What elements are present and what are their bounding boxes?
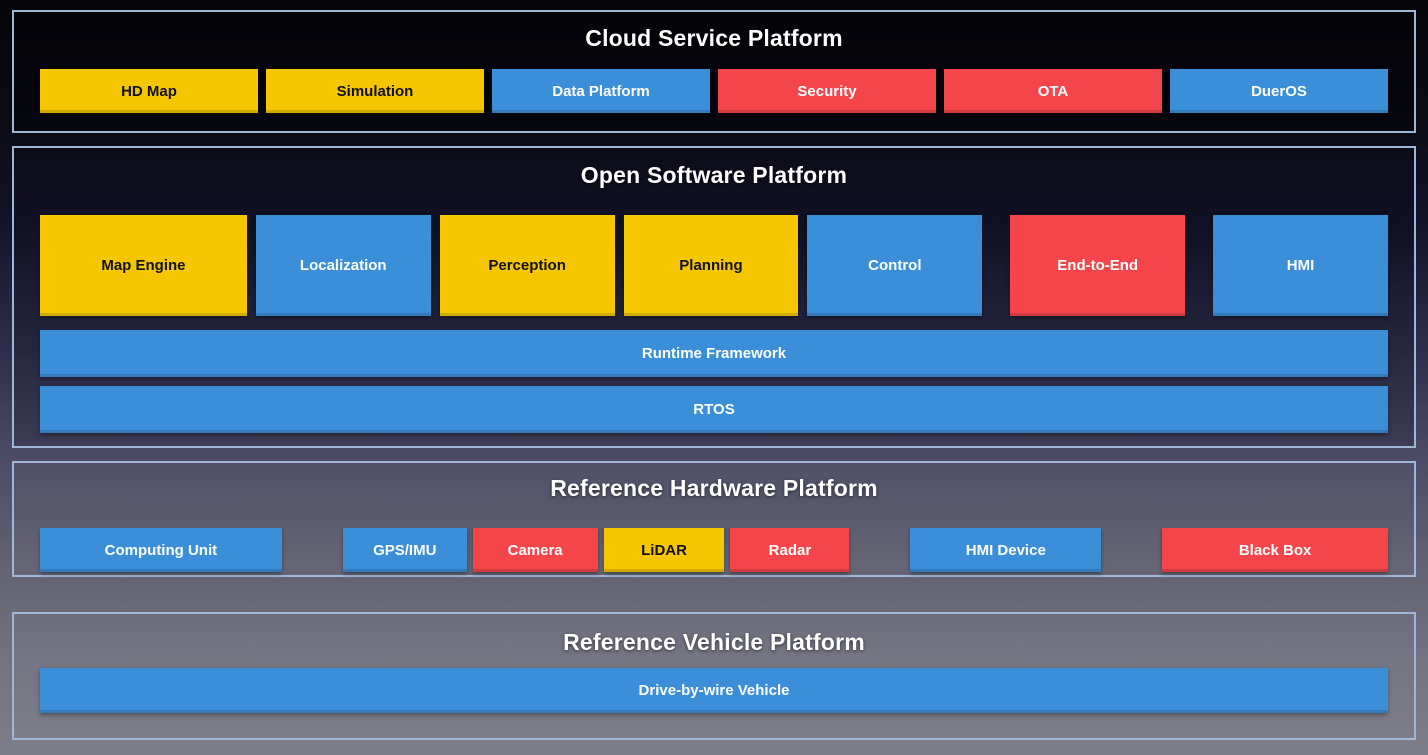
rtos-row: RTOS	[14, 386, 1414, 433]
box-perception: Perception	[439, 215, 615, 316]
bar-rtos: RTOS	[40, 386, 1388, 433]
section-title-reference-hardware-platform: Reference Hardware Platform	[550, 475, 878, 501]
box-hmi: HMI	[1213, 215, 1388, 316]
box-lidar: LiDAR	[603, 528, 725, 572]
section-title-reference-vehicle-platform: Reference Vehicle Platform	[563, 629, 865, 655]
box-security: Security	[718, 69, 936, 113]
bar-drive-by-wire-vehicle: Drive-by-wire Vehicle	[40, 668, 1388, 713]
box-camera: Camera	[472, 528, 598, 572]
section-title-cloud-service-platform: Cloud Service Platform	[585, 25, 843, 51]
box-ota: OTA	[944, 69, 1162, 113]
hardware-box-row: Computing Unit GPS/IMU Camera LiDAR Rada…	[14, 528, 1414, 572]
section-title-open-software-platform: Open Software Platform	[580, 162, 848, 188]
box-map-engine: Map Engine	[40, 215, 247, 316]
box-dueros: DuerOS	[1170, 69, 1388, 113]
box-simulation: Simulation	[266, 69, 484, 113]
box-end-to-end: End-to-End	[1010, 215, 1186, 316]
section-open-software-platform: Open Software Platform Map Engine Locali…	[12, 146, 1416, 448]
box-hd-map: HD Map	[40, 69, 258, 113]
box-planning: Planning	[623, 215, 799, 316]
box-localization: Localization	[255, 215, 431, 316]
bar-runtime-framework: Runtime Framework	[40, 330, 1388, 377]
box-data-platform: Data Platform	[492, 69, 710, 113]
box-control: Control	[807, 215, 983, 316]
box-computing-unit: Computing Unit	[40, 528, 282, 572]
box-radar: Radar	[730, 528, 850, 572]
vehicle-bar-row: Drive-by-wire Vehicle	[14, 668, 1414, 713]
runtime-framework-row: Runtime Framework	[14, 330, 1414, 377]
open-software-box-row: Map Engine Localization Perception Plann…	[14, 215, 1414, 316]
box-black-box: Black Box	[1162, 528, 1388, 572]
box-hmi-device: HMI Device	[910, 528, 1102, 572]
box-gps-imu: GPS/IMU	[342, 528, 467, 572]
section-reference-vehicle-platform: Reference Vehicle Platform Drive-by-wire…	[12, 612, 1416, 740]
cloud-service-box-row: HD Map Simulation Data Platform Security…	[14, 69, 1414, 113]
section-cloud-service-platform: Cloud Service Platform HD Map Simulation…	[12, 10, 1416, 133]
section-reference-hardware-platform: Reference Hardware Platform Computing Un…	[12, 461, 1416, 577]
